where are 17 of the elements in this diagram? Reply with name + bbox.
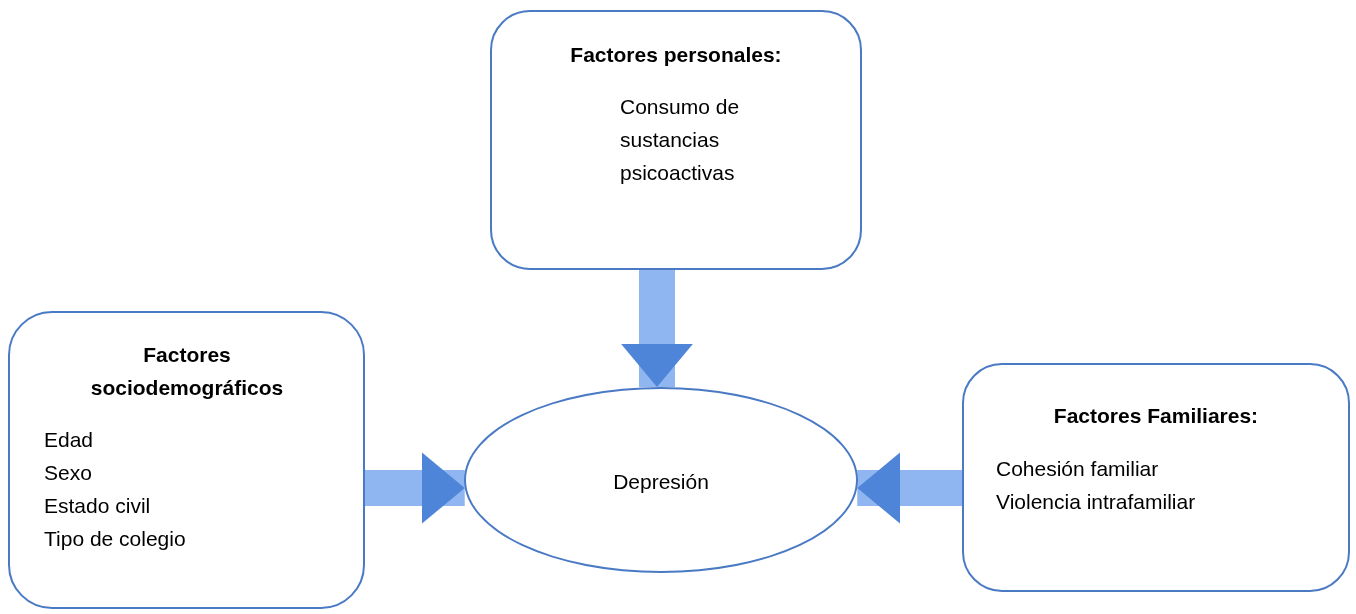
block-arrow [621, 270, 693, 387]
node-text: Estado civil [44, 493, 151, 519]
node-text: Consumo de sustancias psicoactivas [620, 94, 741, 186]
rounded-box [962, 363, 1350, 592]
node-text: Depresión [612, 469, 710, 495]
block-arrow [857, 452, 962, 524]
heading: Factores personales: [569, 42, 783, 68]
node-text: Edad [44, 427, 94, 453]
heading: Factores Familiares: [1052, 403, 1260, 429]
block-arrow [365, 452, 465, 524]
heading: Factores sociodemográficos [89, 342, 285, 401]
node-text: Tipo de colegio [44, 526, 186, 552]
node-text: Violencia intrafamiliar [996, 489, 1196, 515]
node-text: Sexo [44, 460, 92, 486]
rounded-box [8, 311, 365, 609]
rounded-box [490, 10, 862, 270]
node-text: Cohesión familiar [996, 456, 1159, 482]
